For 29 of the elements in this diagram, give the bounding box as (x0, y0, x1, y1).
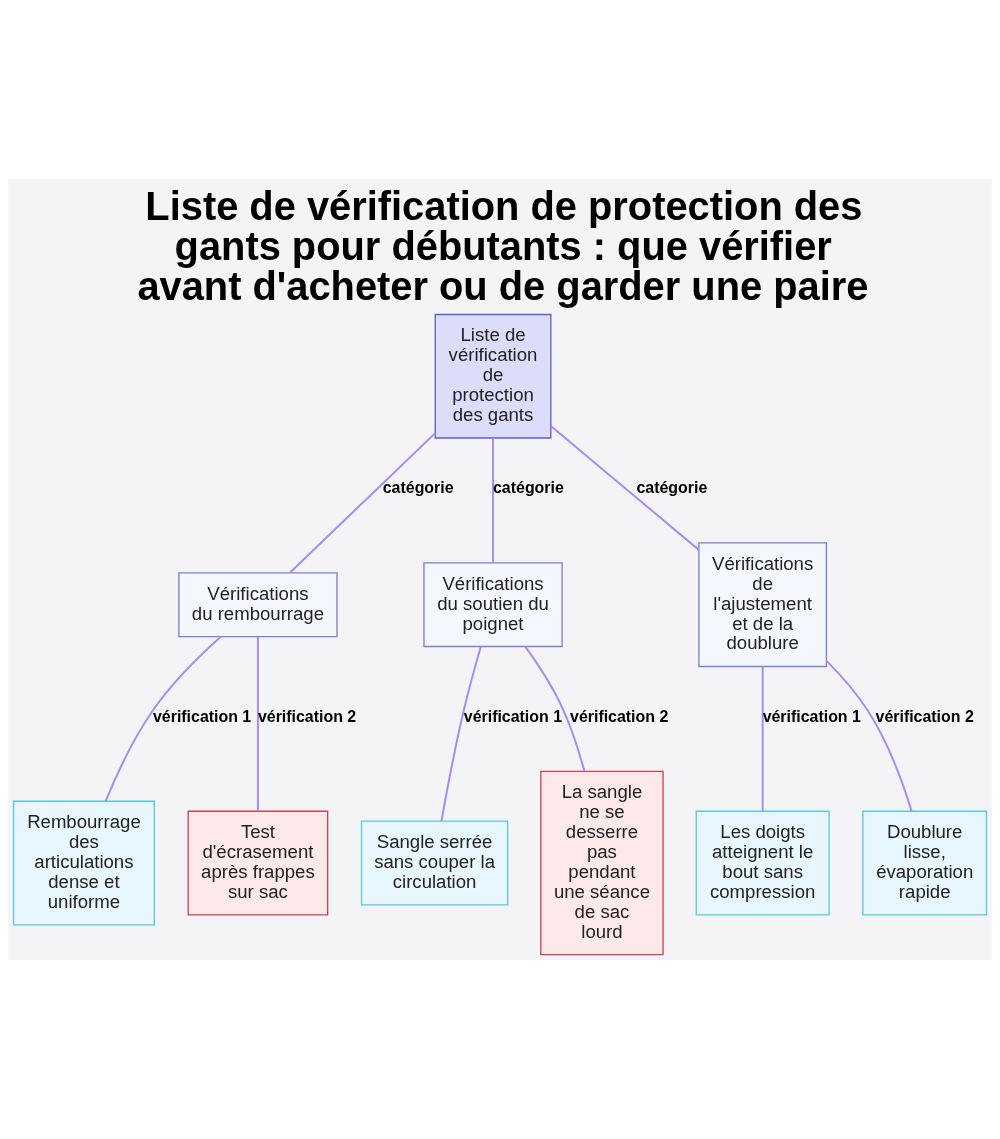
node-box: Liste de vérification de protection des gants (434, 313, 552, 439)
node-box: Test d'écrasement après frappes sur sac (187, 810, 329, 916)
node-box: Vérifications du soutien du poignet (423, 562, 563, 648)
node-box: Vérifications de l'ajustement et de la doublure (698, 542, 828, 668)
edge-label: catégorie (636, 479, 708, 497)
edge-label: vérification 2 (257, 707, 357, 725)
diagram-title: Liste de vérification de protection des gants pour débutants : que vérifier avant d'acheter ou de garder une paire (137, 184, 869, 308)
connector (524, 645, 586, 773)
connector (825, 660, 913, 813)
connector (761, 665, 764, 813)
node-box: Sangle serrée sans couper la circulation (360, 820, 509, 906)
node-box: Rembourrage des articulations dense et uniforme (12, 800, 155, 926)
edge-label: vérification 1 (463, 707, 563, 725)
connector (492, 437, 495, 564)
edge-label: catégorie (382, 479, 454, 497)
edge-label: vérification 1 (153, 707, 252, 725)
edge-label: vérification 2 (875, 707, 974, 725)
node-box: La sangle ne se desserre pas pendant une séance de sac lourd (540, 770, 664, 956)
edge-label: catégorie (493, 479, 564, 497)
edge-label: vérification 1 (762, 707, 861, 725)
connector (440, 645, 482, 823)
node-box: Les doigts atteignent le bout sans compression (695, 810, 830, 916)
connector (256, 635, 259, 812)
connector (104, 635, 223, 803)
node-box: Vérifications du rembourrage (178, 572, 338, 638)
edge-label: vérification 2 (570, 707, 669, 725)
connector (549, 425, 700, 551)
node-box: Doublure lisse, évaporation rapide (862, 810, 988, 916)
connector (289, 432, 436, 574)
